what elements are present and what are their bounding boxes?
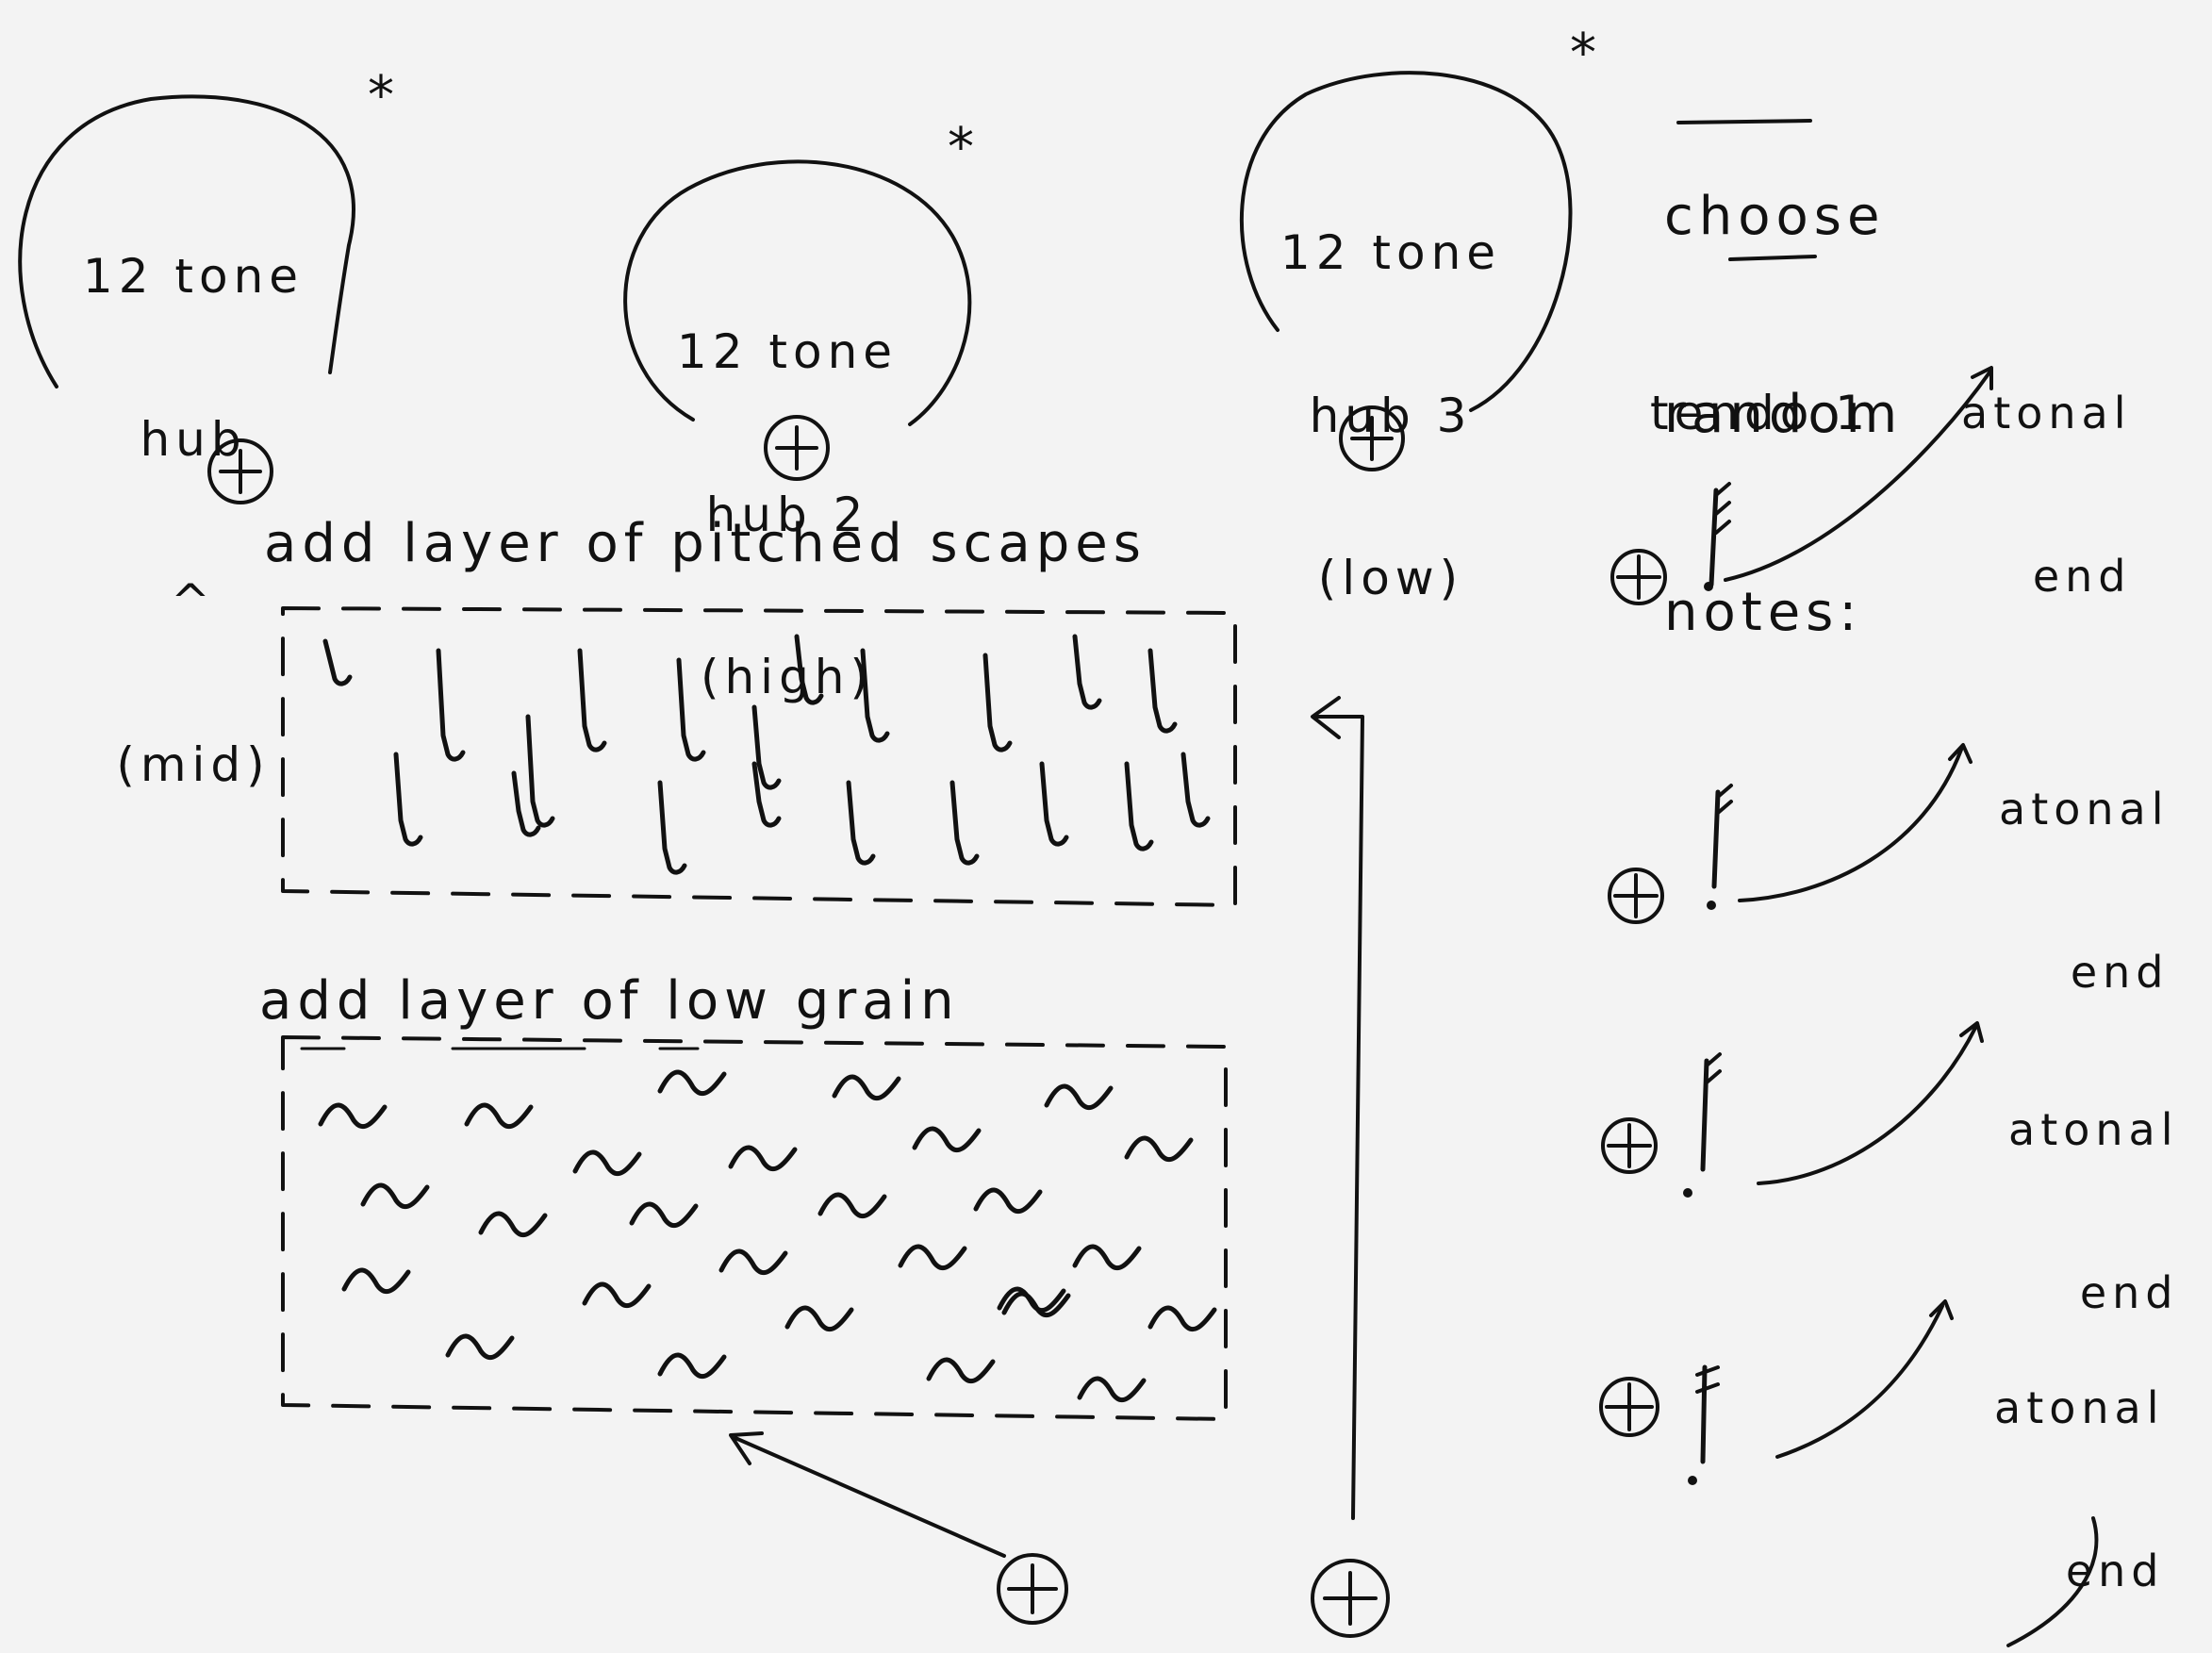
grain-squiggle — [363, 1185, 427, 1207]
atonal-end-1-line-2: end — [1961, 550, 2132, 604]
hub-3-star: * — [1570, 24, 1602, 84]
grain-squiggle — [787, 1308, 851, 1330]
grain-squiggle — [834, 1077, 899, 1099]
atonal-end-4-line-2: end — [1994, 1545, 2165, 1599]
heading-underlines — [302, 121, 1815, 1049]
hub-2-label: 12 tone hub 2 (high) — [651, 217, 924, 759]
hub-3-line-2: hub 3 — [1254, 389, 1527, 444]
hub-3-label: 12 tone hub 3 (low) — [1254, 118, 1527, 660]
plus-circle-icon — [1601, 1379, 1658, 1435]
atonal-end-4-line-1: atonal — [1994, 1381, 2165, 1436]
grain-squiggle — [660, 1072, 724, 1094]
grain-squiggle — [1080, 1379, 1144, 1400]
hub-1-line-1: 12 tone — [66, 250, 321, 305]
pitched-note-stroke — [952, 783, 977, 863]
hub-1-star: * — [368, 66, 400, 126]
hub-2-star: * — [948, 118, 980, 178]
hub-3-line-1: 12 tone — [1254, 226, 1527, 281]
grain-squiggle — [915, 1129, 979, 1150]
grain-squiggle — [321, 1105, 385, 1127]
grain-squiggle — [1150, 1308, 1214, 1330]
grain-squiggle — [976, 1190, 1040, 1212]
note-3 — [1683, 1023, 1982, 1198]
hub-1-label: 12 tone hub ^ (mid) — [66, 141, 321, 847]
grain-squiggle — [731, 1148, 795, 1169]
pitched-layer-label[interactable]: add layer of pitched scapes — [264, 514, 1147, 574]
pitched-note-stroke — [528, 717, 553, 825]
add-grain-layer-button[interactable] — [999, 1555, 1066, 1623]
grain-squiggle — [660, 1355, 724, 1377]
hub-1-line-2: hub — [66, 413, 321, 468]
heading-line-3: notes: — [1664, 580, 1903, 646]
plus-circle-icon — [1612, 551, 1665, 603]
atonal-end-1-line-1: atonal — [1961, 387, 2132, 441]
add-pitched-layer-button[interactable] — [1312, 1561, 1388, 1636]
add-note-2-button[interactable] — [1609, 869, 1662, 922]
grain-squiggle — [1047, 1086, 1111, 1108]
heading-line-1: choose — [1664, 184, 1903, 250]
grain-squiggle — [900, 1247, 965, 1268]
atonal-end-2-line-2: end — [1999, 946, 2170, 1000]
pitched-note-stroke — [396, 754, 421, 844]
pitched-note-stroke — [438, 651, 463, 759]
pitched-note-stroke — [1042, 764, 1066, 844]
plus-circle-icon — [1609, 869, 1662, 922]
pitched-note-stroke — [1127, 764, 1151, 849]
grain-squiggles — [321, 1072, 1214, 1400]
add-note-1-button[interactable] — [1612, 551, 1665, 603]
pitched-note-stroke — [1150, 651, 1175, 731]
hub-1-line-4: (mid) — [66, 738, 321, 793]
arrow-icon — [1312, 698, 1362, 1518]
grain-squiggle — [721, 1251, 785, 1273]
grain-squiggle — [820, 1195, 884, 1216]
grain-layer-label[interactable]: add layer of low grain — [259, 971, 960, 1032]
grain-squiggle — [585, 1284, 649, 1306]
plus-circle-icon — [1603, 1119, 1656, 1172]
atonal-end-3-line-1: atonal — [2008, 1103, 2179, 1158]
grain-squiggle — [481, 1214, 545, 1235]
grain-squiggle — [344, 1270, 408, 1292]
add-note-3-button[interactable] — [1603, 1119, 1656, 1172]
add-note-4-button[interactable] — [1601, 1379, 1658, 1435]
pitched-note-stroke — [1183, 754, 1208, 825]
grain-squiggle — [929, 1360, 993, 1381]
hub-3-line-3: (low) — [1254, 552, 1527, 606]
pitched-note-stroke — [1075, 636, 1099, 707]
tendo-label: tendo 1 — [1650, 387, 1871, 441]
pitched-note-stroke — [985, 655, 1010, 750]
plus-circle-icon — [1312, 1561, 1388, 1636]
atonal-end-label-4: atonal end — [1994, 1273, 2165, 1653]
grain-squiggle — [448, 1336, 512, 1358]
grain-layer-box — [283, 1037, 1226, 1419]
note-4 — [1688, 1301, 1952, 1485]
grain-squiggle — [632, 1204, 696, 1226]
arrow-icon — [731, 1433, 1004, 1556]
pitched-note-stroke — [754, 764, 779, 825]
pitched-note-stroke — [325, 641, 350, 684]
pitched-note-stroke — [660, 783, 685, 872]
grain-squiggle — [1075, 1247, 1139, 1268]
atonal-end-label-1: atonal end — [1961, 278, 2132, 658]
grain-squiggle — [575, 1152, 639, 1174]
random-notes-heading: choose random notes: — [1664, 52, 1903, 712]
hub-2-line-1: 12 tone — [651, 325, 924, 380]
note-2 — [1707, 745, 1971, 910]
pitched-note-stroke — [580, 651, 604, 750]
hub-2-line-3: (high) — [651, 651, 924, 705]
grain-squiggle — [467, 1105, 531, 1127]
pitched-note-stroke — [849, 783, 873, 863]
hub-1-line-3: ^ — [66, 575, 321, 630]
plus-circle-icon — [999, 1555, 1066, 1623]
atonal-end-2-line-1: atonal — [1999, 783, 2170, 837]
grain-squiggle — [1127, 1138, 1191, 1160]
